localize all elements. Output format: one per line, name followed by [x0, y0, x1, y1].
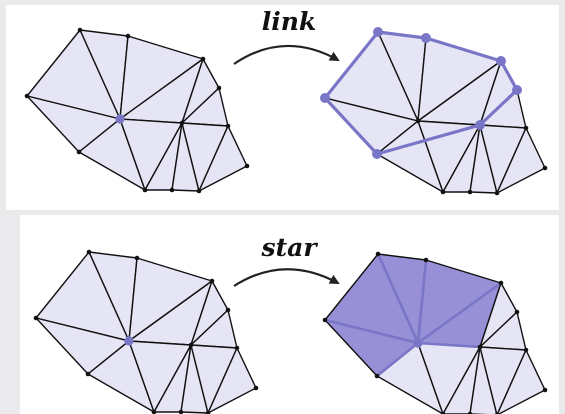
mesh-vertex — [253, 385, 259, 391]
center-vertex — [413, 338, 423, 348]
mesh-vertex — [178, 409, 184, 414]
mesh-vertex — [477, 344, 483, 350]
original-mesh-link — [24, 27, 250, 194]
mesh-vertex — [86, 249, 92, 255]
mesh-vertex — [542, 387, 548, 393]
star-result-mesh — [322, 251, 548, 414]
mesh-vertex — [76, 149, 82, 155]
mesh-vertex — [225, 307, 231, 313]
mesh-vertex — [77, 27, 83, 33]
mesh-vertex — [244, 163, 250, 169]
mesh-vertex — [322, 317, 328, 323]
mesh-vertex — [494, 190, 500, 196]
mesh-triangle — [496, 349, 546, 414]
star-edge — [376, 252, 420, 345]
mesh-vertex — [33, 315, 39, 321]
star-edge — [323, 318, 420, 345]
star-edge — [416, 281, 503, 345]
mesh-vertex — [467, 411, 473, 414]
mesh-vertex — [85, 371, 91, 377]
star-label: star — [261, 233, 319, 262]
center-vertex — [115, 114, 125, 124]
star-edge — [416, 258, 428, 345]
mesh-vertex — [467, 189, 473, 195]
original-mesh-star — [33, 249, 259, 414]
star-arrow — [233, 268, 340, 287]
mesh-vertex — [169, 187, 175, 193]
mesh-vertex — [24, 93, 30, 99]
link-arrow — [233, 44, 340, 65]
mesh-vertex — [134, 255, 140, 261]
mesh-triangle — [198, 125, 248, 192]
link-result-mesh — [320, 27, 548, 196]
star-edge — [416, 341, 482, 349]
mesh-vertex — [151, 409, 157, 414]
mesh-vertex — [216, 85, 222, 91]
link-vertex — [512, 85, 522, 95]
mesh-vertex — [188, 342, 194, 348]
mesh-vertex — [498, 280, 504, 286]
mesh-vertex — [125, 33, 131, 39]
link-cycle — [323, 30, 519, 156]
link-label: link — [262, 7, 317, 36]
mesh-vertex — [375, 251, 381, 257]
mesh-vertex — [200, 56, 206, 62]
mesh-vertex — [142, 187, 148, 193]
mesh-vertex — [225, 123, 231, 129]
mesh-vertex — [542, 165, 548, 171]
mesh-vertex — [196, 188, 202, 194]
mesh-vertex — [179, 120, 185, 126]
mesh-vertex — [440, 189, 446, 195]
link-vertex — [475, 120, 485, 130]
mesh-vertex — [423, 257, 429, 263]
mesh-vertex — [234, 345, 240, 351]
mesh-vertex — [514, 309, 520, 315]
link-vertex — [496, 56, 506, 66]
mesh-vertex — [523, 347, 529, 353]
center-vertex — [124, 336, 134, 346]
mesh-vertex — [374, 373, 380, 379]
mesh-triangle — [207, 347, 257, 414]
link-vertex — [372, 149, 382, 159]
mesh-vertex — [440, 411, 446, 414]
mesh-triangle — [496, 127, 546, 194]
mesh-vertex — [523, 125, 529, 131]
link-vertex — [320, 93, 330, 103]
star-edge — [375, 341, 420, 378]
mesh-vertex — [415, 118, 421, 124]
link-vertex — [373, 27, 383, 37]
mesh-vertex — [205, 410, 211, 414]
mesh-vertex — [209, 278, 215, 284]
link-vertex — [421, 33, 431, 43]
